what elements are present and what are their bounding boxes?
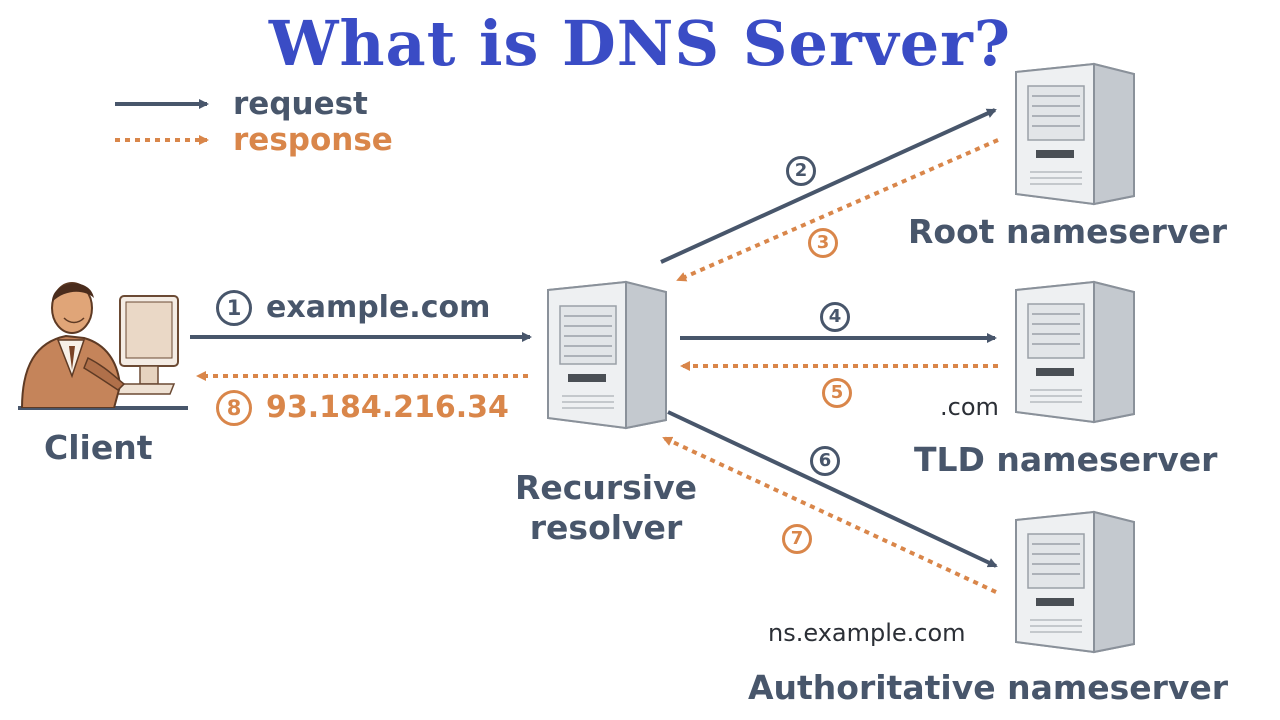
step-1-badge: 1	[216, 290, 252, 326]
tld-nameserver-label: TLD nameserver	[914, 440, 1218, 479]
tld-domain-label: .com	[940, 393, 999, 421]
answer-label: 93.184.216.34	[266, 390, 509, 425]
arrow-step-7	[662, 436, 997, 594]
arrow-step-3	[676, 138, 999, 282]
tld-server-icon	[1015, 280, 1135, 424]
resolver-server-icon	[547, 280, 667, 430]
step-8-badge: 8	[216, 390, 252, 426]
client-label: Client	[44, 428, 153, 467]
step-6-badge: 6	[810, 446, 840, 476]
query-label: example.com	[266, 290, 491, 325]
authoritative-server-icon	[1015, 510, 1135, 654]
legend-response-label: response	[233, 122, 393, 158]
step-3-badge: 3	[808, 228, 838, 258]
step-7-badge: 7	[782, 524, 812, 554]
arrow-step-6	[667, 410, 998, 568]
arrow-step-2	[660, 108, 997, 264]
resolver-label-line1: Recursive	[515, 468, 697, 507]
root-server-icon	[1015, 62, 1135, 206]
legend-request-label: request	[233, 86, 368, 122]
step-4-badge: 4	[820, 302, 850, 332]
step-2-badge: 2	[786, 156, 816, 186]
root-nameserver-label: Root nameserver	[908, 212, 1228, 251]
resolver-label-line2: resolver	[529, 508, 683, 547]
step-5-badge: 5	[822, 378, 852, 408]
person-at-computer-icon	[20, 282, 179, 408]
authoritative-nameserver-label: Authoritative nameserver	[748, 668, 1229, 707]
page-title: What is DNS Server?	[268, 7, 1012, 80]
authoritative-domain-label: ns.example.com	[768, 619, 966, 647]
